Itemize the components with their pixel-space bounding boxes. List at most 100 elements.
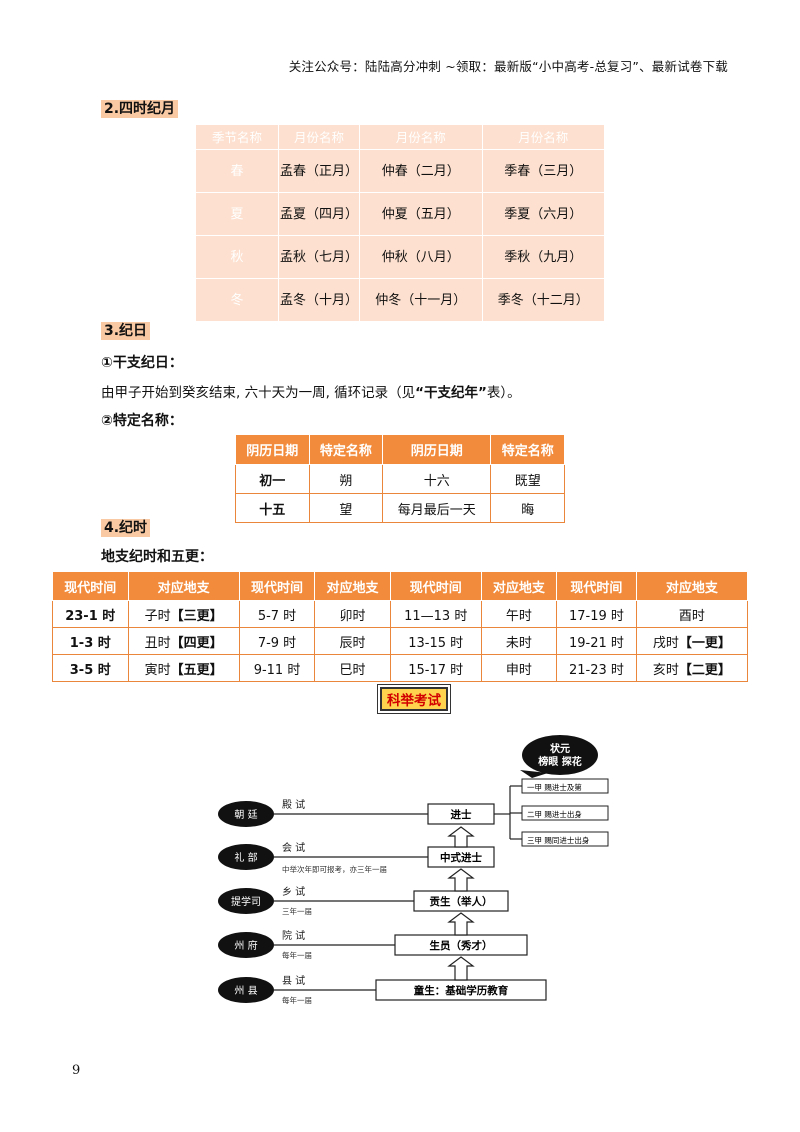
branch-name: 子时 <box>144 608 171 624</box>
section-title-month-text: 2.四时纪月 <box>101 100 179 118</box>
up-arrow-icon <box>447 956 475 981</box>
table-header: 现代时间 <box>389 571 482 601</box>
special-name-table: 阴历日期 特定名称 阴历日期 特定名称 初一 朔 十六 既望 十五 望 每月最后… <box>235 434 565 523</box>
table-cell: 3-5 时 <box>52 654 129 682</box>
table-header: 季节名称 <box>195 124 279 150</box>
watch-name: 【三更】 <box>170 608 223 624</box>
rank-gongsheng: 贡生（举人） <box>413 890 509 912</box>
table-header-row: 阴历日期 特定名称 阴历日期 特定名称 <box>235 434 565 465</box>
top-scholars-bubble: 状元 榜眼 探花 <box>520 735 598 778</box>
table-cell: 1-3 时 <box>52 627 129 655</box>
rank-shengyuan: 生员（秀才） <box>394 934 528 956</box>
exam-label: 院 试 <box>282 929 305 942</box>
season-month-table: 季节名称 月份名称 月份名称 月份名称 春 孟春（正月） 仲春（二月） 季春（三… <box>195 124 605 322</box>
official-label: 州 府 <box>234 939 257 952</box>
season-name: 冬 <box>195 278 279 322</box>
page-number: 9 <box>72 1063 81 1078</box>
table-cell: 5-7 时 <box>238 600 316 628</box>
table-header: 现代时间 <box>52 571 129 601</box>
page-header: 关注公众号：陆陆高分冲刺 ~领取：最新版“小中高考-总复习”、最新试卷下载 <box>288 59 728 74</box>
rank-label: 中式进士 <box>440 851 482 864</box>
table-row: 十五 望 每月最后一天 晦 <box>235 493 565 523</box>
section-title-day-text: 3.纪日 <box>101 322 151 340</box>
ganzhi-day-title: ①干支纪日： <box>101 355 183 371</box>
table-header: 特定名称 <box>490 434 565 465</box>
ganzhi-text-part: 由甲子开始到癸亥结束, 六十天为一周, 循环记录（见 <box>101 385 416 401</box>
table-cell: 仲夏（五月） <box>359 192 483 236</box>
up-arrow-icon <box>447 868 475 892</box>
table-row: 春 孟春（正月） 仲春（二月） 季春（三月） <box>195 149 605 193</box>
ganzhi-day-text: 由甲子开始到癸亥结束, 六十天为一周, 循环记录（见“干支纪年”表）。 <box>101 381 521 401</box>
top-label: 榜眼 探花 <box>538 755 581 768</box>
season-name: 夏 <box>195 192 279 236</box>
rank-tongsheng: 童生：基础学历教育 <box>375 979 547 1001</box>
table-cell: 21-23 时 <box>556 654 637 682</box>
table-cell: 仲秋（八月） <box>359 235 483 279</box>
branch-time-table: 现代时间 对应地支 现代时间 对应地支 现代时间 对应地支 现代时间 对应地支 … <box>52 571 749 682</box>
table-cell: 13-15 时 <box>389 627 482 655</box>
tier-label: 二甲 赐进士出身 <box>527 809 582 819</box>
table-cell: 初一 <box>235 464 310 494</box>
table-cell: 孟夏（四月） <box>278 192 360 236</box>
official-county: 州 县 <box>218 977 274 1003</box>
rank-label: 童生：基础学历教育 <box>414 984 509 997</box>
table-header: 现代时间 <box>238 571 316 601</box>
exam-label: 殿 试 <box>282 798 305 811</box>
top-label: 状元 <box>550 742 570 755</box>
table-cell: 季秋（九月） <box>481 235 605 279</box>
table-cell: 15-17 时 <box>389 654 482 682</box>
table-cell: 每月最后一天 <box>382 493 492 523</box>
watch-name: 【五更】 <box>170 662 223 678</box>
table-cell: 申时 <box>480 654 558 682</box>
official-prefecture: 州 府 <box>218 932 274 958</box>
exam-note: 每年一届 <box>282 950 312 960</box>
official-education: 提学司 <box>218 888 274 914</box>
table-header: 月份名称 <box>481 124 605 150</box>
section-title-month: 2.四时纪月 <box>101 98 179 118</box>
branch-name: 亥时 <box>652 662 679 678</box>
official-label: 提学司 <box>231 895 261 908</box>
table-cell: 十五 <box>235 493 310 523</box>
table-row: 3-5 时 寅时【五更】 9-11 时 巳时 15-17 时 申时 21-23 … <box>52 654 749 682</box>
table-cell: 亥时【二更】 <box>635 654 749 682</box>
official-court: 朝 廷 <box>218 801 274 827</box>
official-label: 礼 部 <box>234 851 257 864</box>
rank-label: 生员（秀才） <box>430 939 493 952</box>
up-arrow-icon <box>447 826 475 848</box>
rank-jinshi: 进士 <box>427 803 495 825</box>
branch-time-title: 地支纪时和五更： <box>101 549 213 565</box>
watch-name: 【二更】 <box>678 662 731 678</box>
exam-label: 乡 试 <box>282 885 305 898</box>
official-ministry: 礼 部 <box>218 844 274 870</box>
table-cell: 季夏（六月） <box>481 192 605 236</box>
table-cell: 7-9 时 <box>238 627 316 655</box>
table-header: 阴历日期 <box>235 434 310 465</box>
keju-title: 科举考试 <box>377 684 451 714</box>
table-header: 对应地支 <box>314 571 391 601</box>
table-header-row: 季节名称 月份名称 月份名称 月份名称 <box>195 124 605 150</box>
table-cell: 孟秋（七月） <box>278 235 360 279</box>
table-header: 对应地支 <box>635 571 749 601</box>
table-cell: 晦 <box>490 493 565 523</box>
table-header: 月份名称 <box>278 124 360 150</box>
exam-label: 县 试 <box>282 974 305 987</box>
branch-name: 戌时 <box>652 635 679 651</box>
ganzhi-text-bold: “干支纪年” <box>415 385 487 401</box>
table-cell: 孟春（正月） <box>278 149 360 193</box>
up-arrow-icon <box>447 912 475 936</box>
season-name: 秋 <box>195 235 279 279</box>
table-row: 秋 孟秋（七月） 仲秋（八月） 季秋（九月） <box>195 235 605 279</box>
section-title-hour-text: 4.纪时 <box>101 519 151 537</box>
table-cell: 望 <box>308 493 384 523</box>
table-cell: 季春（三月） <box>481 149 605 193</box>
table-header: 对应地支 <box>127 571 240 601</box>
table-header: 对应地支 <box>480 571 558 601</box>
special-name-title: ②特定名称： <box>101 413 183 429</box>
table-cell: 戌时【一更】 <box>635 627 749 655</box>
watch-name: 【四更】 <box>170 635 223 651</box>
rank-label: 贡生（举人） <box>430 895 493 908</box>
table-row: 夏 孟夏（四月） 仲夏（五月） 季夏（六月） <box>195 192 605 236</box>
official-label: 朝 廷 <box>234 809 257 821</box>
table-cell: 既望 <box>490 464 565 494</box>
